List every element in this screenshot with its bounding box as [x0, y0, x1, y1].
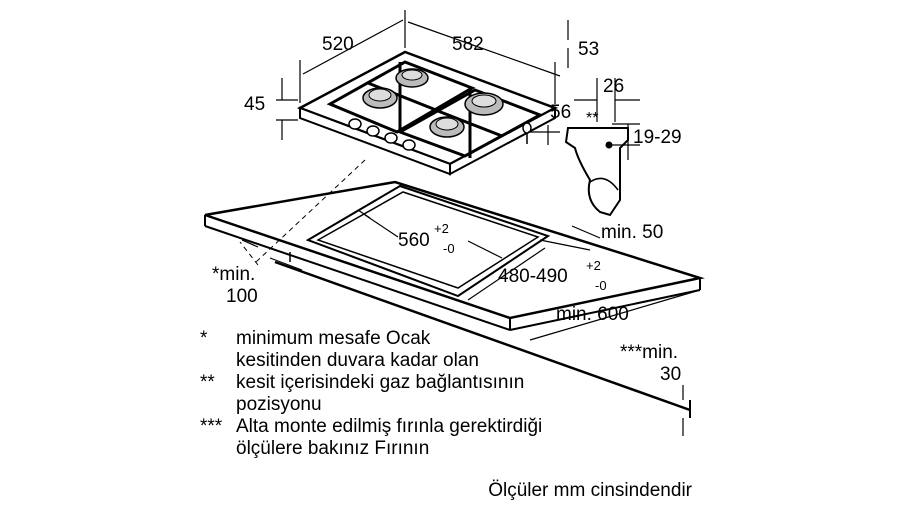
- dim-cutout-depth: 480-490 +2 -0: [498, 258, 607, 293]
- burner-front-left: [362, 87, 398, 109]
- dim-min-50: min. 50: [601, 222, 663, 243]
- dim-45: 45: [244, 94, 265, 115]
- countertop-cutout: [305, 184, 551, 298]
- projection-lines: [239, 159, 366, 266]
- svg-text:-0: -0: [595, 278, 607, 293]
- footnote-text: minimum mesafe Ocak kesitinden duvara ka…: [236, 328, 479, 371]
- countertop-dimension-lines: [241, 209, 701, 436]
- footnote-2: ** kesit içerisindeki gaz bağlantısının …: [200, 372, 720, 416]
- dim-min-600: min. 600: [556, 304, 629, 325]
- burner-back-right: [464, 92, 504, 116]
- svg-text:+2: +2: [434, 221, 449, 236]
- countertop: [204, 180, 705, 418]
- section-detail: [564, 78, 640, 217]
- footnote-mark: *: [200, 328, 208, 349]
- footnote-3: *** Alta monte edilmiş fırınla gerektird…: [200, 416, 720, 460]
- gas-hob: [296, 50, 559, 176]
- dim-below-min-value: 30: [660, 364, 681, 385]
- dim-below-min-label: ***min.: [620, 342, 678, 363]
- footnote-1: * minimum mesafe Ocak kesitinden duvara …: [200, 328, 720, 372]
- footnote-mark: ***: [200, 416, 223, 437]
- dim-19-29: 19-29: [633, 127, 682, 148]
- dim-wall-min-label: *min.: [212, 264, 255, 285]
- footnotes: * minimum mesafe Ocak kesitinden duvara …: [200, 328, 720, 460]
- footnote-text: kesit içerisindeki gaz bağlantısının poz…: [236, 372, 525, 415]
- hob-dimension-lines: [276, 10, 569, 145]
- svg-text:+2: +2: [586, 258, 601, 273]
- gas-connection-mark: **: [586, 110, 598, 127]
- burner-front-right: [429, 116, 465, 138]
- control-knobs: [348, 118, 416, 151]
- dim-cutout-width: 560 +2 -0: [398, 221, 455, 256]
- footnote-text: Alta monte edilmiş fırınla gerektirdiği …: [236, 416, 543, 459]
- svg-text:-0: -0: [443, 241, 455, 256]
- dim-26: 26: [603, 76, 624, 97]
- dim-53: 53: [578, 39, 599, 60]
- svg-text:560: 560: [398, 230, 430, 251]
- dim-width-520: 520: [322, 34, 354, 55]
- gas-connector: [522, 122, 532, 144]
- dim-56: 56: [550, 102, 571, 123]
- dim-width-582: 582: [452, 34, 484, 55]
- dim-wall-min-value: 100: [226, 286, 258, 307]
- burner-back-left: [395, 68, 429, 88]
- footnote-mark: **: [200, 372, 215, 393]
- svg-text:480-490: 480-490: [498, 266, 568, 287]
- unit-note: Ölçüler mm cinsindendir: [488, 480, 692, 501]
